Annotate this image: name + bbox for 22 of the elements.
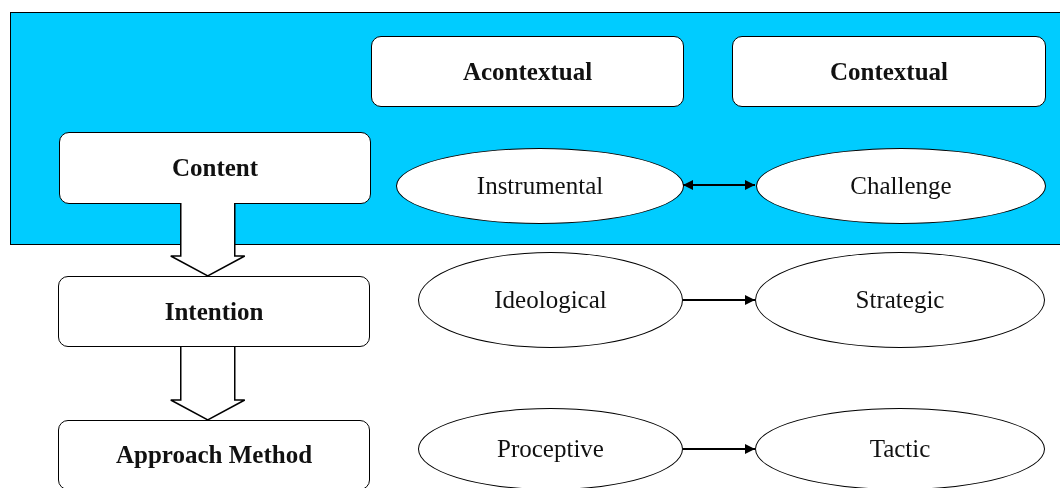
node-label: Ideological — [494, 286, 607, 314]
node-label: Tactic — [869, 435, 931, 463]
label-box — [371, 36, 684, 107]
node-label: Proceptive — [497, 435, 604, 463]
label-box — [58, 276, 370, 347]
label-box — [59, 132, 371, 204]
arrow — [682, 180, 756, 190]
block-arrow — [170, 202, 246, 277]
heading-text: Acontextual — [462, 57, 593, 86]
heading-text: Contextual — [829, 57, 949, 86]
node-label: Strategic — [855, 286, 945, 314]
node-label: Challenge — [850, 172, 952, 200]
heading-text: Approach Method — [115, 441, 313, 469]
arrow — [682, 295, 756, 305]
label-box — [58, 420, 370, 488]
arrow — [682, 444, 756, 454]
node-label: Instrumental — [476, 172, 604, 200]
block-arrow — [170, 346, 246, 421]
background-band — [10, 12, 1060, 245]
heading-text: Content — [171, 154, 259, 182]
label-box — [732, 36, 1046, 107]
heading-text: Intention — [164, 297, 264, 326]
